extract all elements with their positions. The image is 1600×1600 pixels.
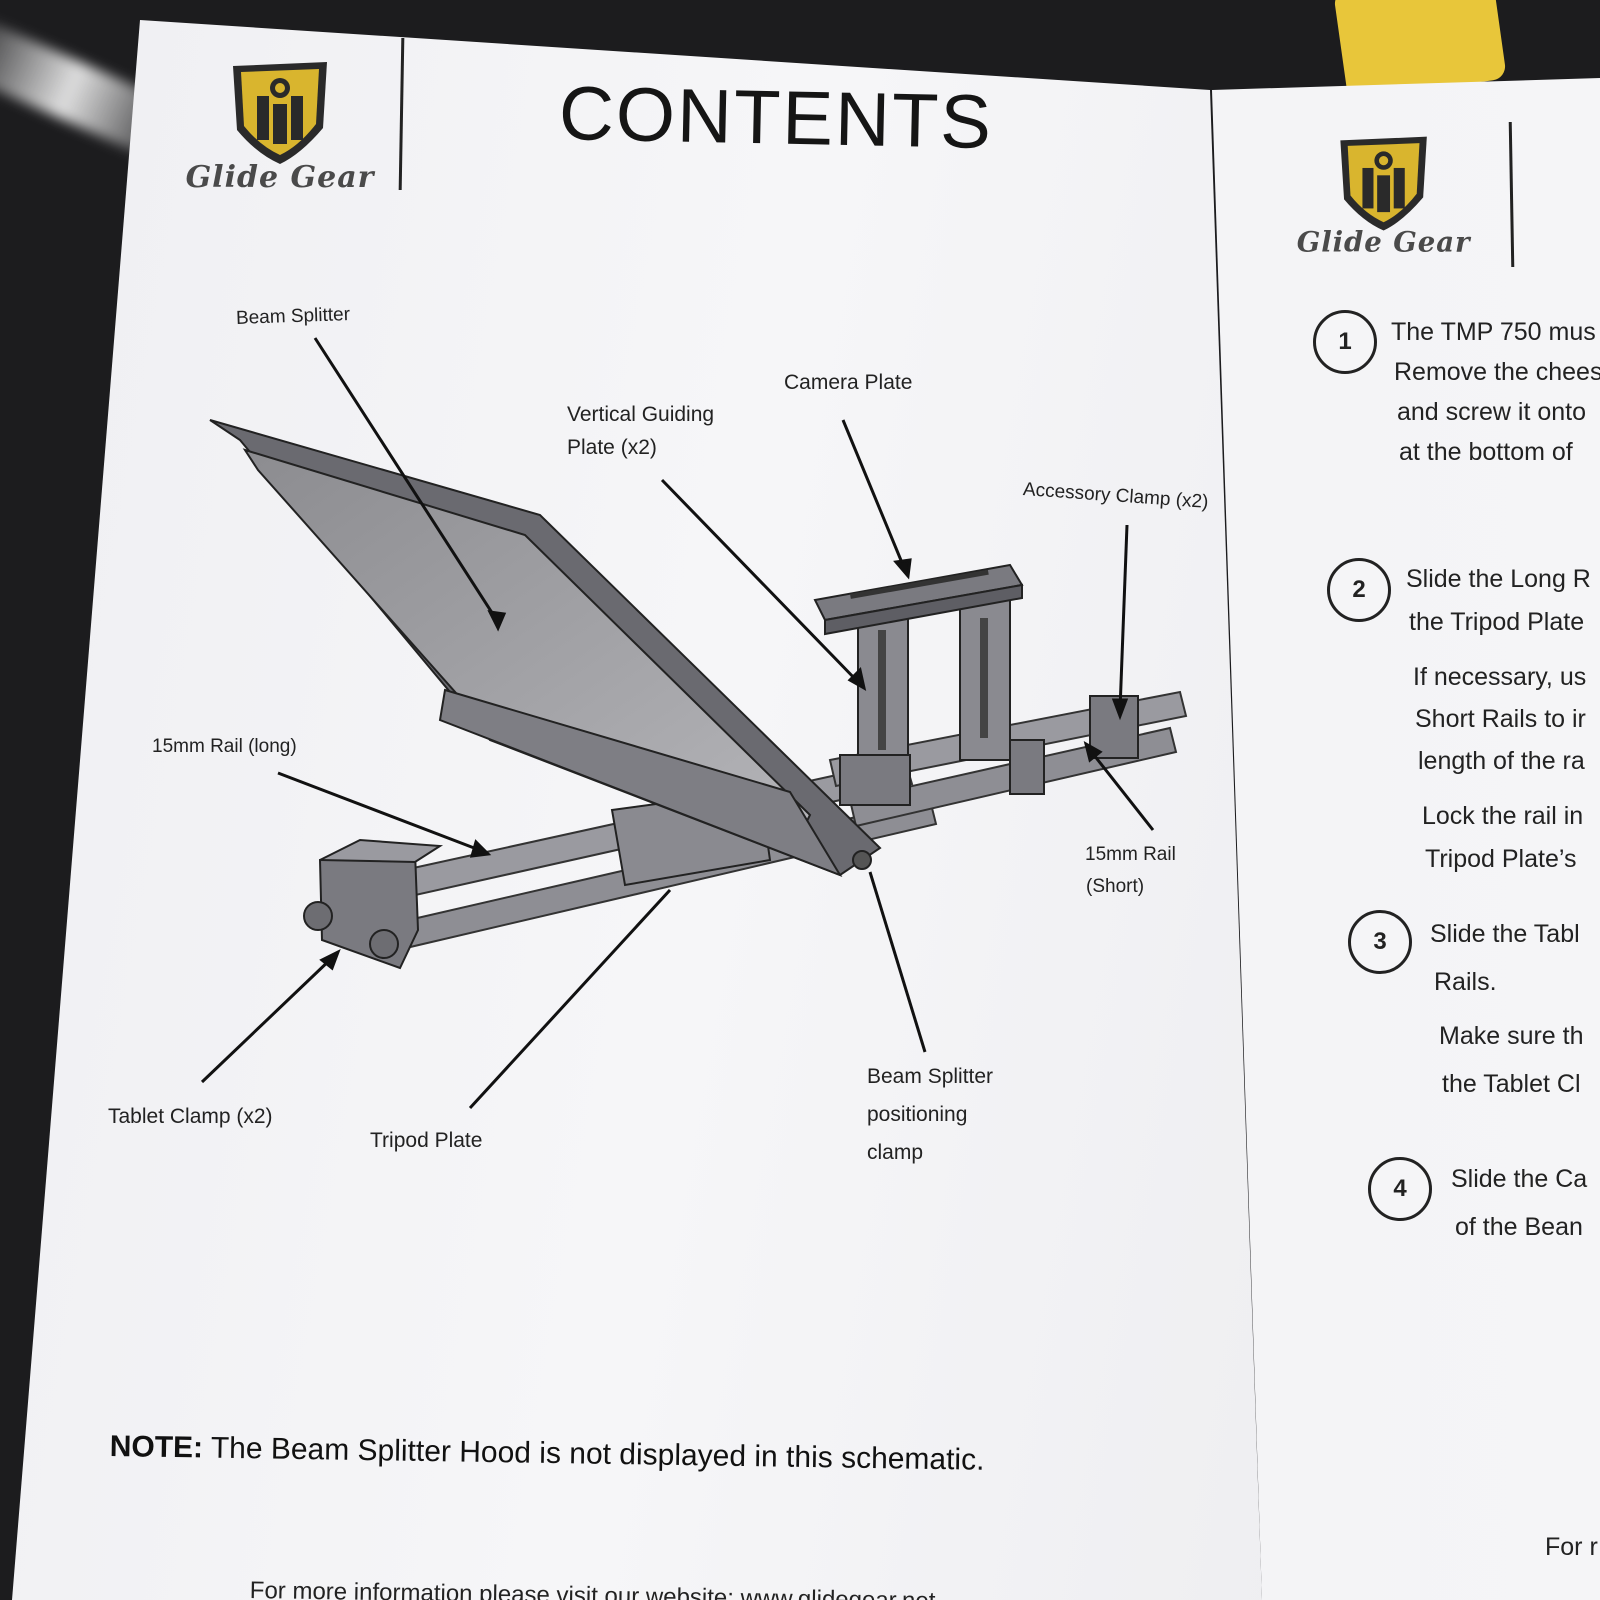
- step-2-line: Slide the Long R: [1406, 565, 1591, 593]
- header-divider-right: [1508, 121, 1515, 268]
- step-3-number: 3: [1348, 910, 1412, 974]
- label-bs-clamp-line3: clamp: [867, 1141, 924, 1164]
- step-2-subline: length of the ra: [1418, 747, 1585, 775]
- step-3-subline: the Tablet Cl: [1442, 1070, 1581, 1098]
- step-1-line: Remove the chees: [1394, 358, 1600, 386]
- step-2-number: 2: [1327, 558, 1391, 622]
- step-2-line: the Tripod Plate: [1409, 608, 1585, 636]
- label-tablet-clamp: Tablet Clamp (x2): [108, 1105, 273, 1128]
- step-3-subline: Make sure th: [1439, 1022, 1584, 1050]
- step-4-number: 4: [1368, 1157, 1432, 1221]
- shield-icon: [233, 62, 327, 164]
- label-vertical-guiding-line2: Plate (x2): [567, 436, 657, 459]
- website-footer-right: For r: [1545, 1533, 1598, 1561]
- step-1-line: and screw it onto: [1397, 398, 1586, 426]
- step-3-line: Slide the Tabl: [1430, 920, 1580, 948]
- logo-text: Glide Gear: [185, 160, 375, 195]
- brand-logo-right: Glide Gear: [1287, 133, 1480, 271]
- step-1-number: 1: [1313, 310, 1377, 374]
- tablet-clamp: [303, 838, 444, 970]
- label-rail-long: 15mm Rail (long): [152, 736, 297, 757]
- brand-logo: Glide Gear: [175, 58, 385, 208]
- camera-plate: [813, 563, 1024, 636]
- step-2-subline: Short Rails to ir: [1415, 705, 1586, 733]
- step-3-line: Rails.: [1434, 968, 1497, 996]
- note-label: NOTE:: [109, 1430, 204, 1465]
- label-bs-clamp-line1: Beam Splitter: [867, 1065, 994, 1088]
- label-beam-splitter: Beam Splitter: [235, 304, 351, 329]
- label-rail-short-line1: 15mm Rail: [1085, 844, 1176, 865]
- accessory-clamps: [839, 695, 1139, 806]
- label-rail-short-line2: (Short): [1086, 876, 1145, 897]
- step-4-line: Slide the Ca: [1451, 1165, 1588, 1193]
- label-tripod-plate: Tripod Plate: [370, 1129, 483, 1152]
- beam-splitter-frame: [209, 419, 882, 877]
- step-2-subline: Lock the rail in: [1422, 802, 1584, 830]
- logo-text-right: Glide Gear: [1296, 226, 1471, 260]
- shield-icon: [1340, 136, 1427, 231]
- leader-lines: [200, 337, 1155, 1110]
- label-camera-plate: Camera Plate: [784, 371, 913, 394]
- step-1-line: The TMP 750 mus: [1391, 318, 1596, 346]
- label-bs-clamp-line2: positioning: [867, 1103, 968, 1126]
- step-2-subline: If necessary, us: [1413, 663, 1587, 691]
- vertical-guiding-plates: [857, 599, 1011, 778]
- label-vertical-guiding-line1: Vertical Guiding: [567, 403, 715, 426]
- step-2-subline: Tripod Plate’s: [1425, 845, 1577, 873]
- step-4-line: of the Bean: [1455, 1213, 1583, 1241]
- step-1-line: at the bottom of: [1399, 438, 1573, 466]
